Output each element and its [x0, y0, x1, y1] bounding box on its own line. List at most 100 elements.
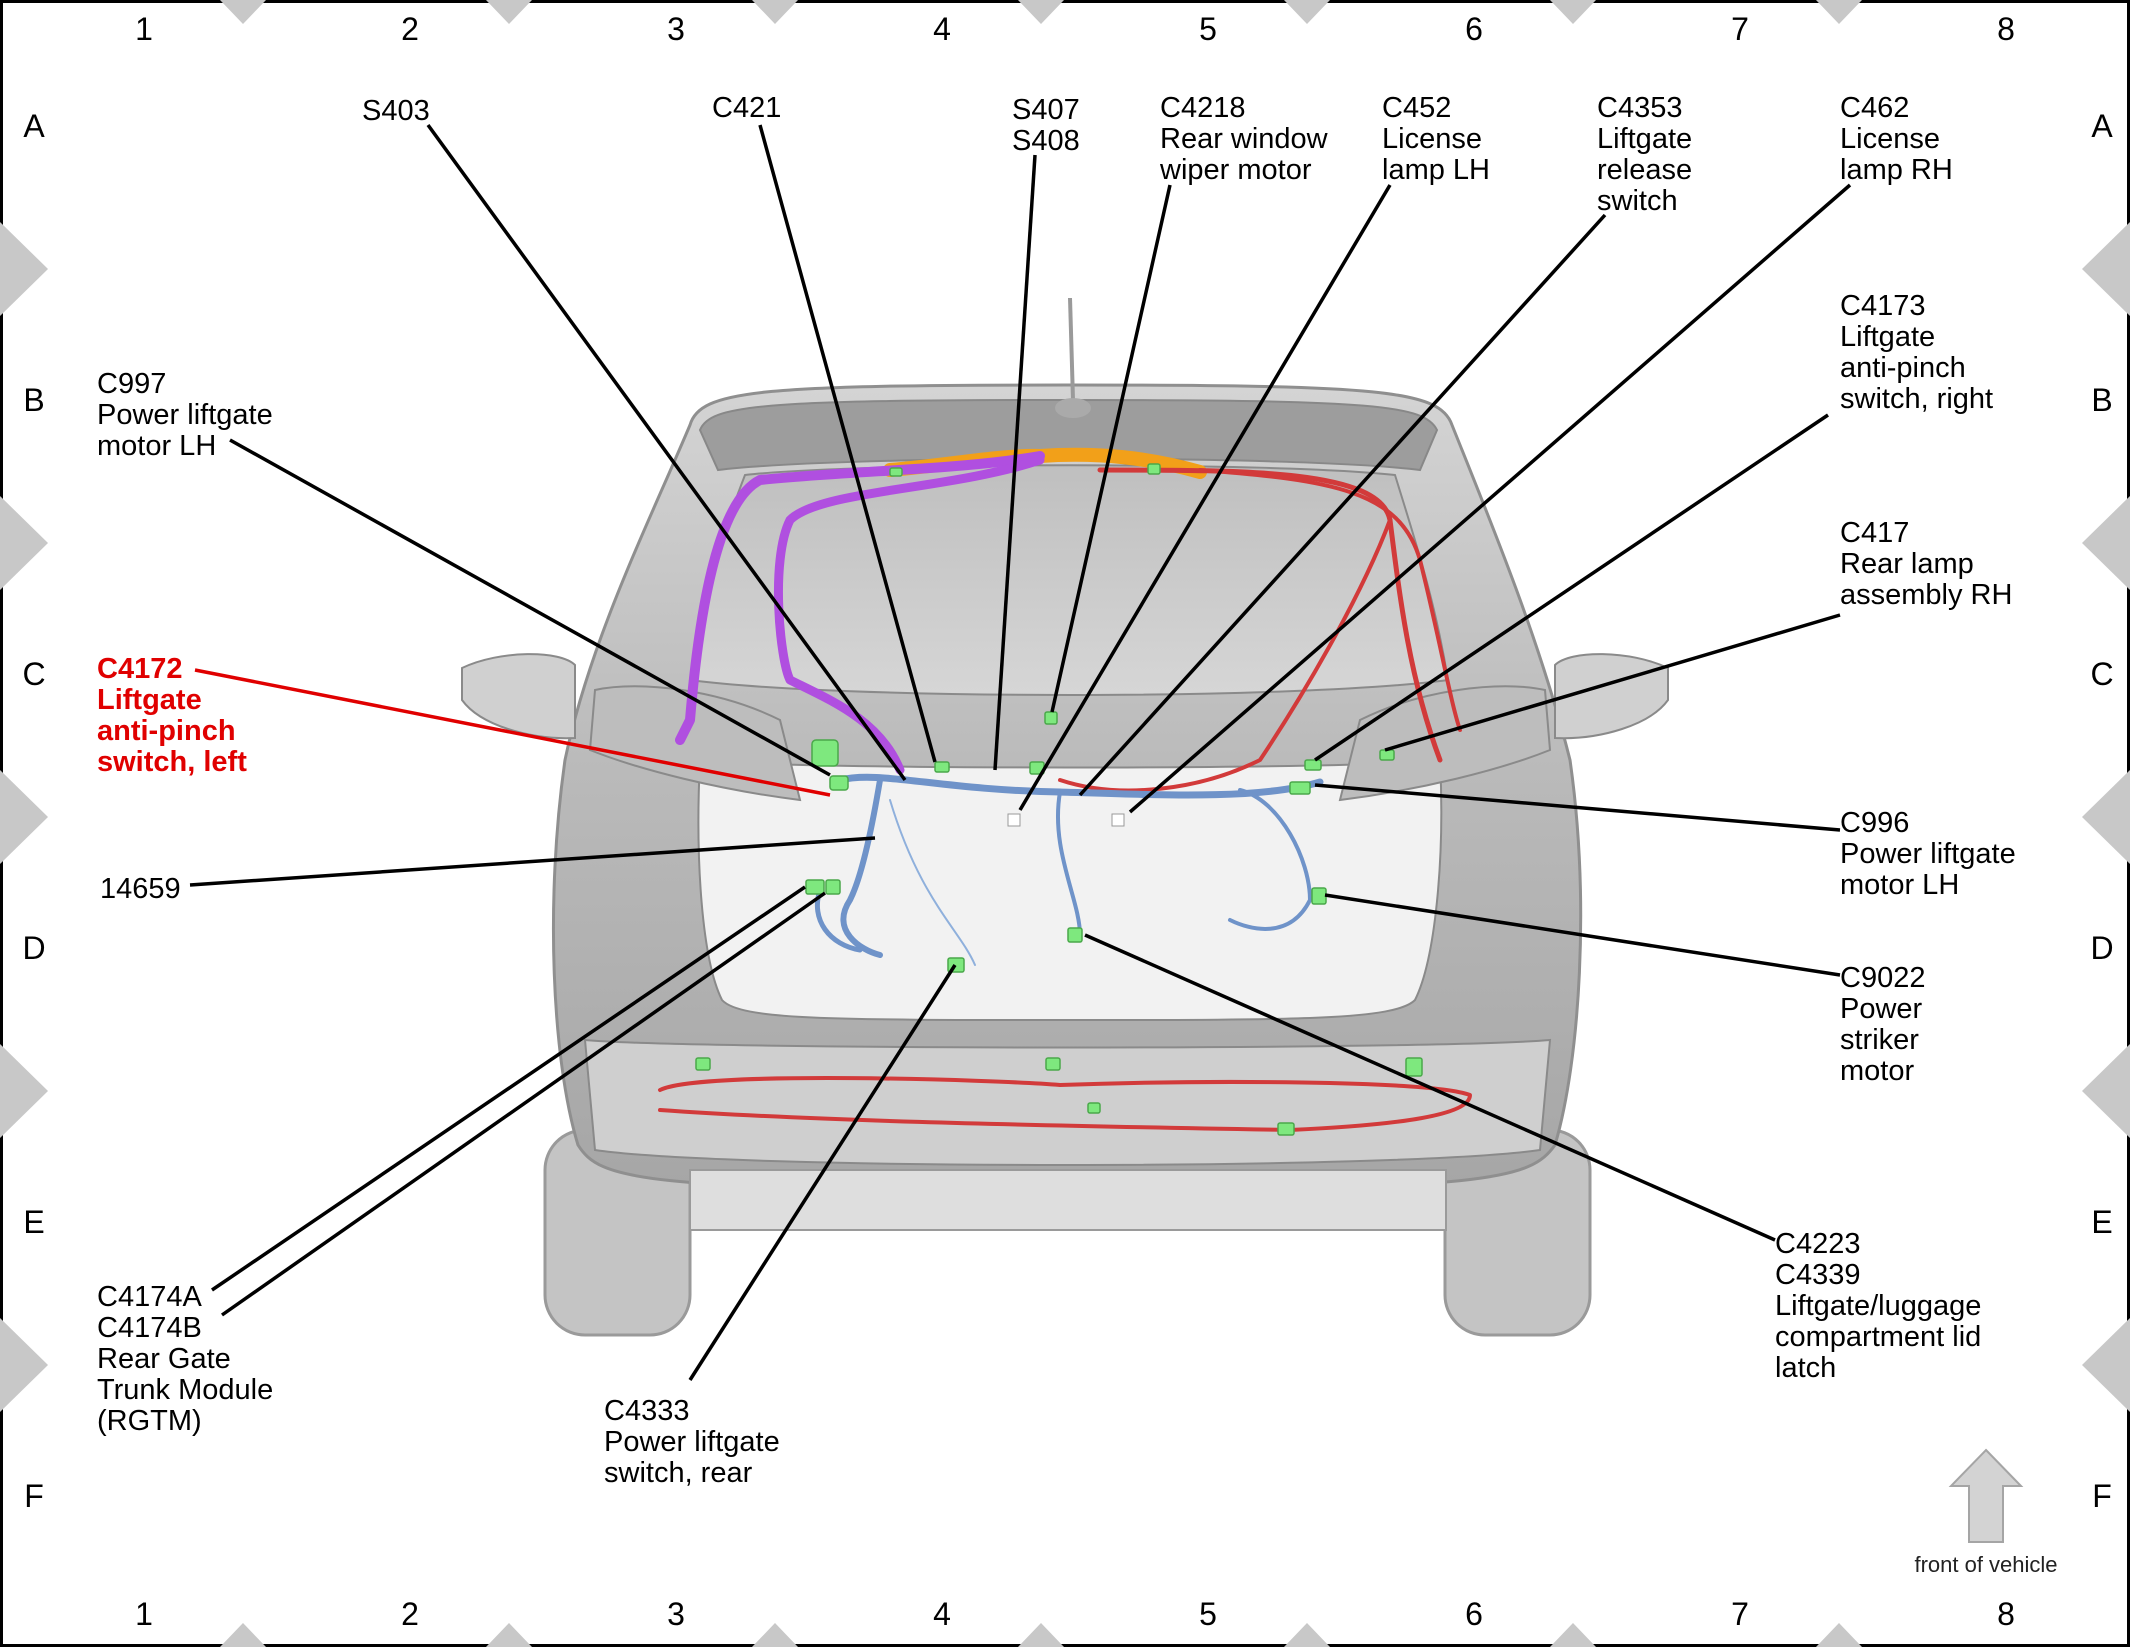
row-label: C [2090, 656, 2113, 692]
connector [934, 761, 950, 773]
col-label: 7 [1731, 1596, 1749, 1632]
col-label: 5 [1199, 1596, 1217, 1632]
leader-lines [189, 123, 1852, 1381]
callout-s407-s408: S407 S408 [1012, 94, 1088, 157]
callout-c417: C417 Rear lamp assembly RH [1840, 517, 2012, 611]
connector [1405, 1057, 1423, 1077]
leader-s403 [426, 123, 907, 782]
connector [825, 879, 841, 895]
grid-labels: 1 2 3 4 5 6 7 8 1 2 3 4 5 6 7 8 A B C D … [22, 11, 2113, 1632]
front-of-vehicle-indicator: front of vehicle [1914, 1448, 2058, 1577]
connector [829, 775, 849, 791]
col-label: 1 [135, 11, 153, 47]
connector [805, 879, 825, 895]
connector [1379, 749, 1395, 761]
connector [1311, 887, 1327, 905]
arrow-up-icon [1948, 1448, 2024, 1543]
leader-c997 [229, 438, 831, 777]
col-label: 3 [667, 1596, 685, 1632]
row-label: B [2091, 382, 2112, 418]
col-label: 1 [135, 1596, 153, 1632]
connector [889, 467, 903, 477]
callout-c452: C452 License lamp LH [1382, 92, 1490, 186]
harness-blue [1055, 790, 1082, 937]
leader-c417 [1384, 613, 1841, 752]
callout-labels: S403 C421 S407 S408 C4218 Rear window wi… [97, 92, 2024, 1489]
vehicle-rear-view [461, 297, 1669, 1337]
row-label: E [2091, 1204, 2112, 1240]
row-label: D [2090, 930, 2113, 966]
row-label: D [22, 930, 45, 966]
harness-blue [1228, 788, 1312, 931]
harness-red [658, 1076, 1472, 1132]
harness-purple [774, 455, 1045, 775]
col-label: 5 [1199, 11, 1217, 47]
col-label: 7 [1731, 11, 1749, 47]
col-label: 2 [401, 11, 419, 47]
connector [811, 739, 839, 767]
callout-c9022: C9022 Power striker motor [1840, 962, 1934, 1087]
col-label: 6 [1465, 1596, 1483, 1632]
connector [1277, 1122, 1295, 1136]
leader-c4173 [1314, 413, 1829, 762]
leader-c4218 [1050, 184, 1172, 713]
col-label: 6 [1465, 11, 1483, 47]
leader-c996 [1314, 783, 1841, 832]
callout-s403: S403 [362, 95, 430, 127]
row-label: A [23, 108, 45, 144]
connector [1147, 463, 1161, 475]
col-label: 3 [667, 11, 685, 47]
callout-c4353: C4353 Liftgate release switch [1597, 92, 1700, 217]
leader-c4333 [688, 964, 957, 1381]
leader-c4353 [1078, 213, 1607, 797]
antenna [1068, 297, 1075, 401]
leader-c462 [1128, 183, 1852, 814]
callout-c4333: C4333 Power liftgate switch, rear [604, 1395, 788, 1489]
right-tail-lamp [1338, 685, 1552, 802]
callout-c997: C997 Power liftgate motor LH [97, 368, 281, 462]
row-label: F [24, 1478, 44, 1514]
callout-c4223: C4223 C4339 Liftgate/luggage compartment… [1775, 1228, 1989, 1384]
row-label: F [2092, 1478, 2112, 1514]
leader-c9022 [1324, 893, 1841, 977]
connector [695, 1057, 711, 1071]
harness-red [1198, 468, 1462, 732]
liftgate-fixture [1007, 813, 1021, 827]
callout-c4174: C4174A C4174B Rear Gate Trunk Module (RG… [97, 1281, 281, 1437]
leader-c452 [1018, 184, 1392, 811]
leader-c4223 [1084, 933, 1776, 1242]
wiring-harnesses [658, 447, 1472, 1132]
callout-c4172: C4172 Liftgate anti-pinch switch, left [97, 653, 247, 778]
row-label: E [23, 1204, 44, 1240]
callout-c996: C996 Power liftgate motor LH [1840, 807, 2024, 901]
liftgate-fixture [1111, 813, 1125, 827]
leader-s407 [993, 154, 1037, 771]
antenna-base [1055, 398, 1091, 418]
leader-c4174b [220, 891, 827, 1317]
left-tail-lamp [588, 685, 802, 802]
connector [1045, 1057, 1061, 1071]
harness-purple [675, 451, 1045, 745]
leader-c4174a [211, 885, 806, 1292]
callout-c421: C421 [712, 92, 781, 124]
harness-blue [840, 777, 883, 958]
col-label: 2 [401, 1596, 419, 1632]
callout-c4173: C4173 Liftgate anti-pinch switch, right [1840, 290, 1993, 415]
callout-14659: 14659 [100, 873, 181, 905]
harness-blue [889, 799, 976, 966]
connector [1289, 781, 1311, 795]
row-label: C [22, 656, 45, 692]
leader-c4172 [194, 668, 831, 797]
col-label: 8 [1997, 1596, 2015, 1632]
col-label: 4 [933, 11, 951, 47]
rear-bumper [583, 1038, 1552, 1166]
front-of-vehicle-label: front of vehicle [1914, 1552, 2057, 1577]
rear-window [688, 464, 1450, 696]
connector [1304, 759, 1322, 771]
left-mirror [461, 653, 576, 740]
col-label: 8 [1997, 11, 2015, 47]
row-label: A [2091, 108, 2113, 144]
